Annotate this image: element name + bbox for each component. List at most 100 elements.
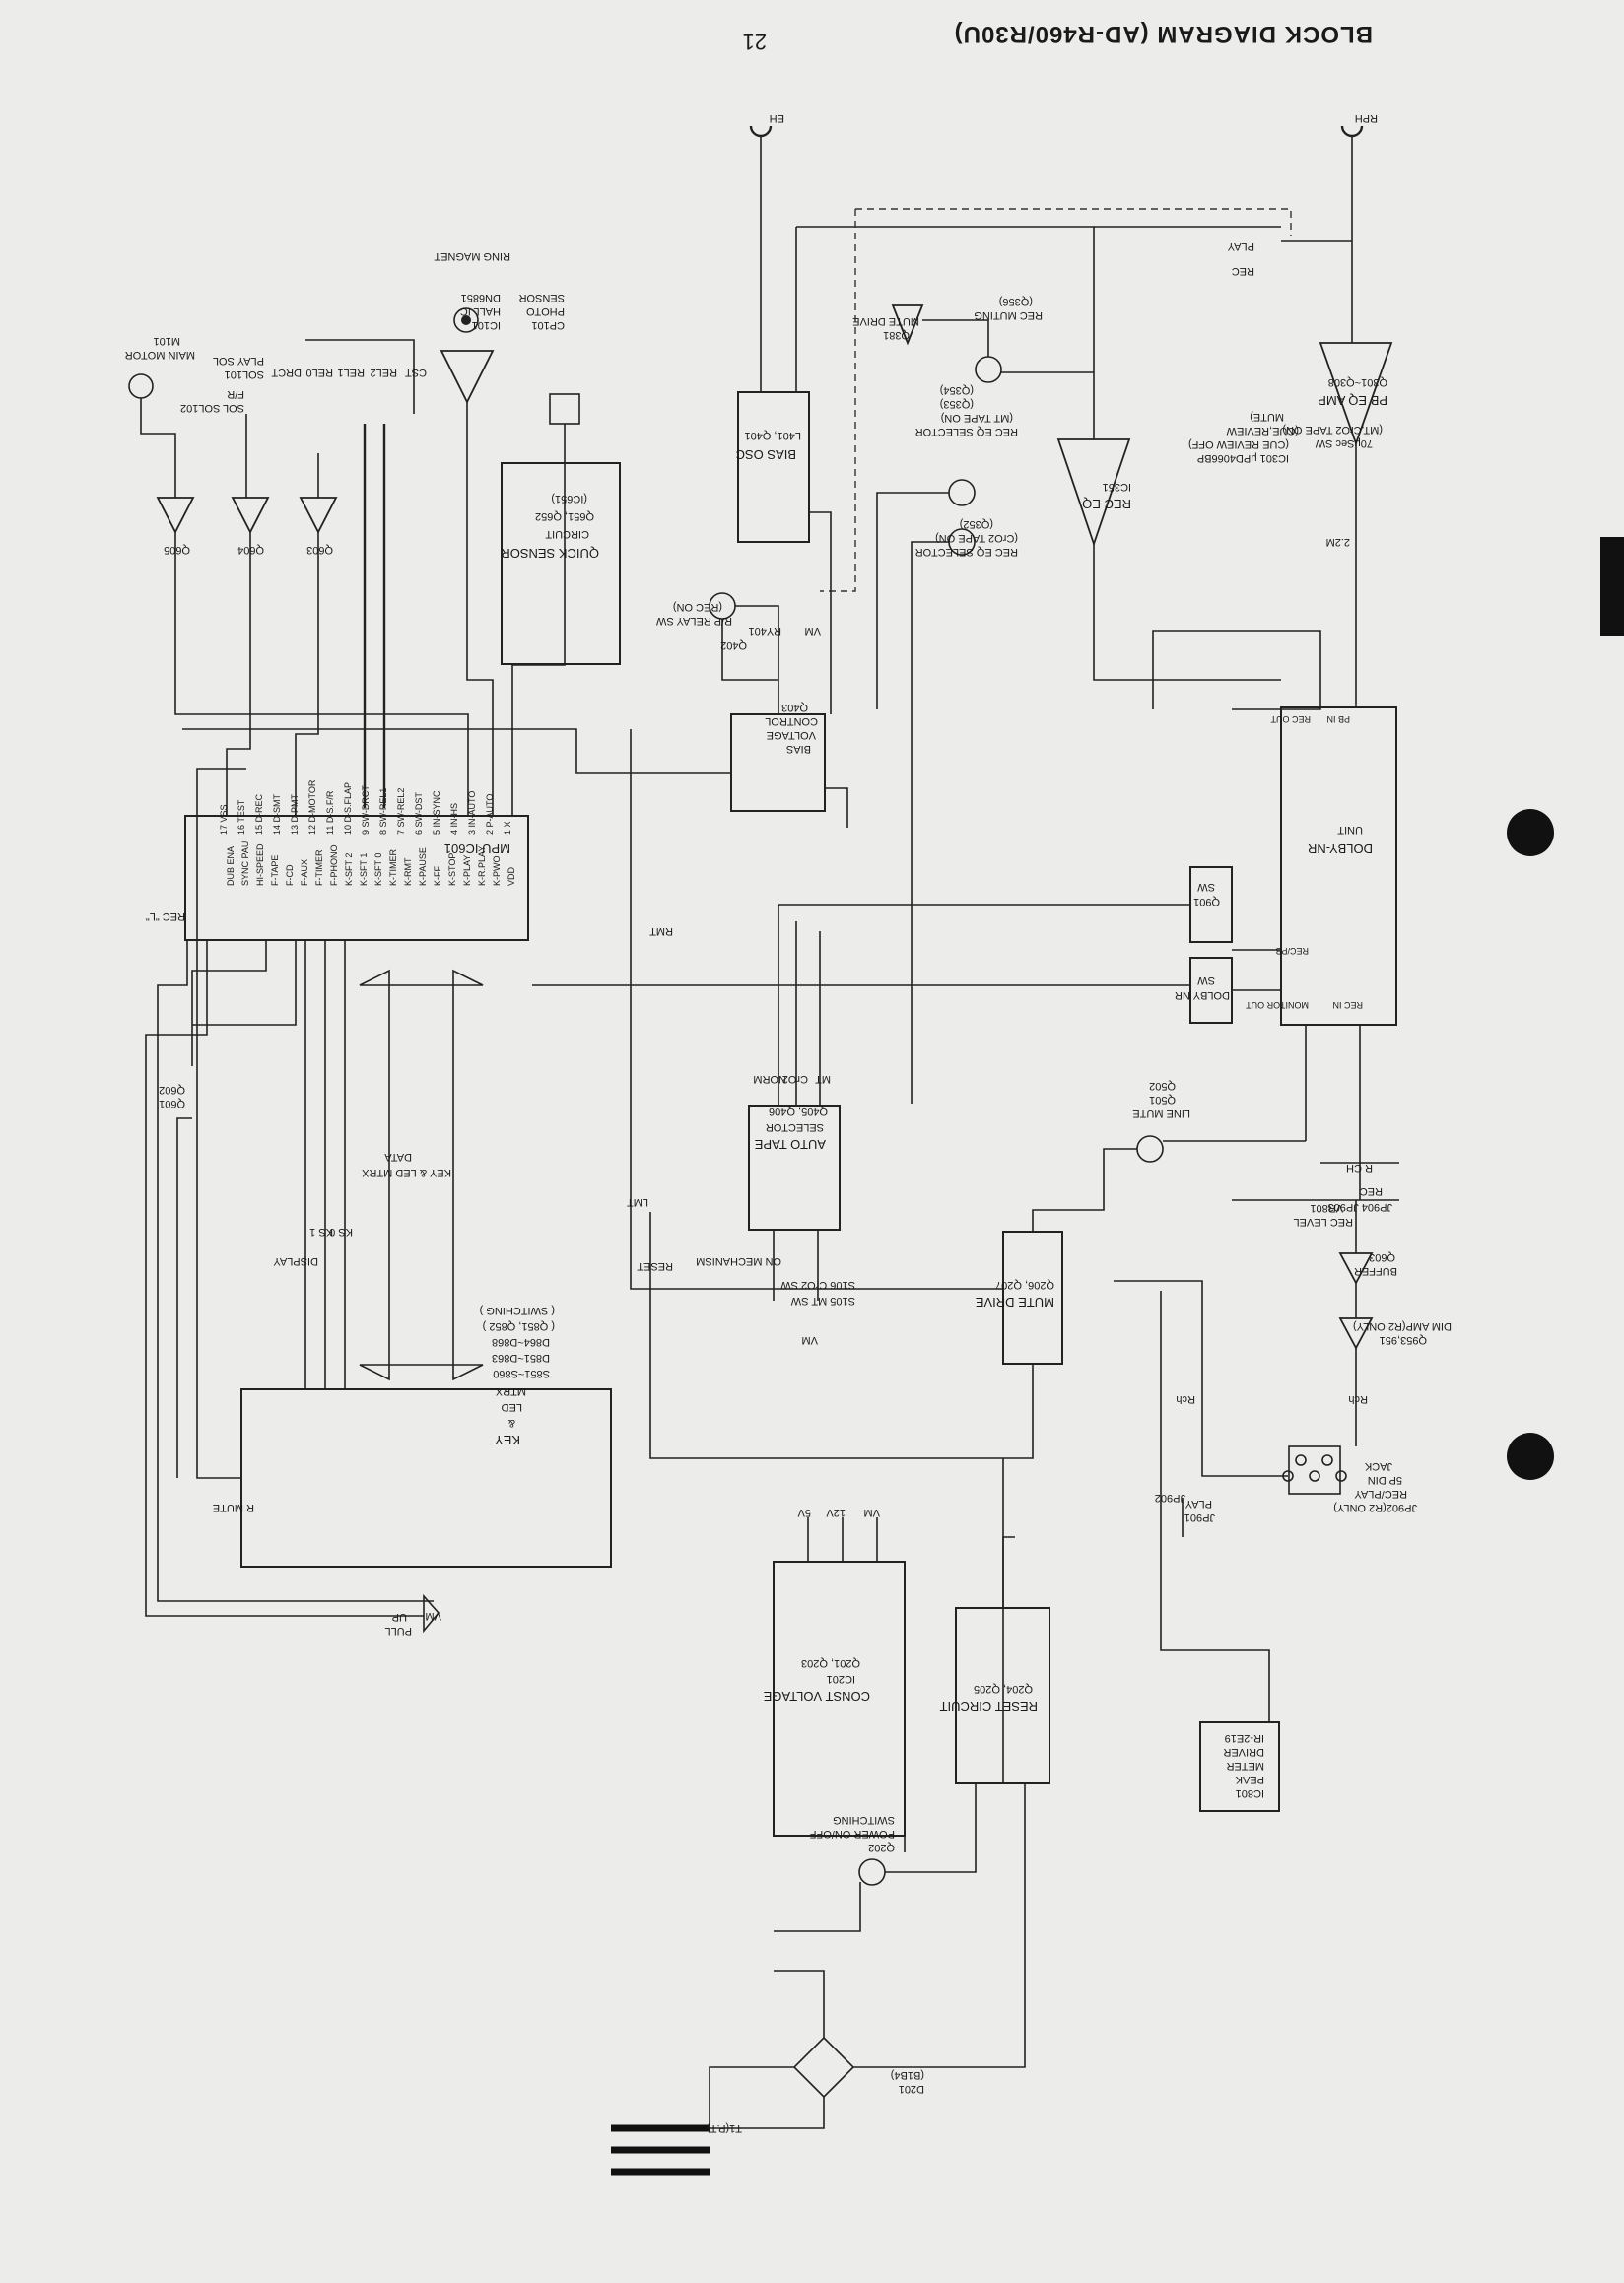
rec-eq-sel1-l3: (Q353) <box>940 398 974 410</box>
mpu-pin: K-PLAY <box>462 855 472 886</box>
const-voltage-label: CONST VOLTAGE <box>763 1689 870 1704</box>
jp901-l2: PLAY <box>1184 1498 1212 1510</box>
bias-voltage-l1: BIAS <box>786 743 811 755</box>
mpu-pin: 4 IN-HS <box>449 803 459 835</box>
peak-meter-box <box>1199 1721 1280 1812</box>
mpu-pins-left: 1 X 2 P-AUTO 3 IN-AUTO 4 IN-HS 5 IN-SYNC… <box>219 779 512 835</box>
q602-label: Q602 <box>159 1084 185 1096</box>
ks0-label: KS 0 <box>329 1226 353 1238</box>
key-led-l8: ( Q851, Q852 ) <box>483 1320 555 1332</box>
mpu-pin: 16 TEST <box>237 799 246 835</box>
rch-label-2: Rch <box>1176 1393 1195 1405</box>
q953-l2: DIM AMP(R2 ONLY) <box>1353 1320 1452 1332</box>
mpu-pin: 2 P-AUTO <box>485 794 495 835</box>
din-l3: 5P DIN <box>1368 1474 1402 1486</box>
q605-label: Q605 <box>164 544 190 556</box>
rec-eq-label: REC EQ <box>1082 497 1131 511</box>
ic101-l3: DN6851 <box>461 292 501 303</box>
q381-mute-drive: MUTE DRIVE <box>852 315 919 327</box>
mpu-pin: 11 D-S.F/R <box>325 790 335 835</box>
binder-tab <box>1600 537 1624 636</box>
bridge-rectifier-d201 <box>792 2036 855 2099</box>
const-voltage-l3: Q201, Q203 <box>801 1657 860 1669</box>
mpu-pin: K-TIMER <box>388 849 398 886</box>
q202-l1: Q202 <box>868 1842 895 1853</box>
quick-sensor-label: QUICK SENSOR <box>501 546 599 561</box>
mpu-pin: 1 X <box>503 821 512 835</box>
q356-transistor <box>975 356 1002 383</box>
s105-label: S105 MT SW <box>790 1295 855 1307</box>
ring-magnet-core <box>461 315 471 325</box>
dolby-pin-monitor-out: MONITOR OUT <box>1246 1000 1309 1010</box>
binder-hole-top <box>1507 809 1554 856</box>
rph-label: RPH <box>1355 112 1378 124</box>
cro2-label: CrO2 <box>782 1073 808 1085</box>
cp101-l1: CP101 <box>531 319 565 331</box>
sw70-l1: 70μSec SW <box>1315 437 1373 449</box>
din-pin-e <box>1335 1470 1347 1482</box>
page-title: BLOCK DIAGRAM (AD-R460/R30U) <box>954 21 1373 47</box>
mpu-pin: K-STOP <box>447 853 457 886</box>
lmt-label: LMT <box>627 1196 648 1208</box>
q605-buffer <box>156 497 195 534</box>
pb-eq-amp-symbol <box>1319 342 1393 446</box>
rec-muting-l2: (Q356) <box>999 296 1033 307</box>
mpu-pin: F-CD <box>285 864 295 886</box>
dolby-nr-sw-sub: SW <box>1197 974 1215 986</box>
jp901-l1: JP901 <box>1184 1511 1215 1523</box>
buffer-l1: BUFFER <box>1354 1265 1397 1277</box>
mpu-pin: 17 VSS <box>219 804 229 835</box>
rec-level-l2: VR801 <box>1310 1202 1343 1214</box>
const-voltage-box <box>773 1561 906 1837</box>
reset-circuit-sub: Q204, Q205 <box>974 1683 1033 1695</box>
switch-rel1: REL1 <box>337 367 365 378</box>
sw70-l2: (MT,CrO2 TAPE ON) <box>1282 424 1383 436</box>
mpu-pins-right: VDD K-PWO K-R.PLAY K-PLAY K-STOP K-FF K-… <box>226 841 516 886</box>
d201-l2: (B1B4) <box>891 2069 924 2081</box>
pb-eq-amp-label: PB EQ AMP <box>1318 393 1387 408</box>
mpu-pin: SYNC PAU <box>240 841 250 886</box>
mpu-pin: F-PHONO <box>329 845 339 887</box>
main-motor-l1: MAIN MOTOR <box>125 349 195 361</box>
cp101-l3: SENSOR <box>518 292 565 303</box>
rec-eq-sub: IC351 <box>1103 481 1131 493</box>
reset-circuit-label: RESET CIRCUIT <box>940 1699 1038 1713</box>
sol-l3: F/R <box>227 388 244 400</box>
rec-muting-l1: REC MUTING <box>974 309 1043 321</box>
mpu-pin: 12 D-MOTOR <box>307 779 317 835</box>
key-led-data-l1: KEY & LED MTRX <box>361 1167 451 1178</box>
mpu-pin: F-TIMER <box>314 849 324 886</box>
mpu-pin: K-SFT 1 <box>359 853 369 886</box>
mpu-pin: 15 D-REC <box>254 793 264 835</box>
page-number: 21 <box>743 30 767 54</box>
bias-osc-label: BIAS OSC <box>736 447 796 462</box>
on-mechanism-label: ON MECHANISM <box>696 1255 781 1267</box>
pull-up-l2: UP <box>392 1611 407 1623</box>
din-l4: JACK <box>1364 1460 1392 1472</box>
ic301-l1: IC301 μPD4066BP <box>1197 452 1289 464</box>
rp-relay-l2: (REC ON) <box>673 601 722 613</box>
pull-up-l1: PULL <box>384 1625 412 1637</box>
ry401-label: RY401 <box>749 625 781 637</box>
q202-l2: POWER ON/OFF <box>810 1828 895 1840</box>
play-label: PLAY <box>1227 240 1254 252</box>
rec-eq-sel1-l4: (Q354) <box>940 384 974 396</box>
rec-l-label: REC "L" <box>146 910 185 922</box>
wiring <box>140 136 1399 2129</box>
quick-sensor-l4: (IC651) <box>551 493 587 504</box>
peak-meter-l1: IC801 <box>1236 1787 1264 1799</box>
r-mute-label: R MUTE <box>213 1502 254 1513</box>
switch-rel2: REL2 <box>370 367 397 378</box>
rec-eq-sel2-l1: REC EQ SELECTOR <box>915 546 1018 558</box>
q603-buffer <box>299 497 338 534</box>
din-pin-a <box>1295 1454 1307 1466</box>
peak-meter-l4: DRIVER <box>1223 1746 1264 1758</box>
quick-sensor-box <box>501 462 621 665</box>
q901-label: Q901 <box>1193 896 1220 907</box>
main-motor-symbol <box>128 373 154 399</box>
hall-ic-symbol <box>440 350 495 405</box>
auto-tape-label: AUTO TAPE <box>754 1137 826 1152</box>
dolby-nr-box <box>1280 706 1397 1026</box>
mpu-pin: VDD <box>507 866 516 886</box>
